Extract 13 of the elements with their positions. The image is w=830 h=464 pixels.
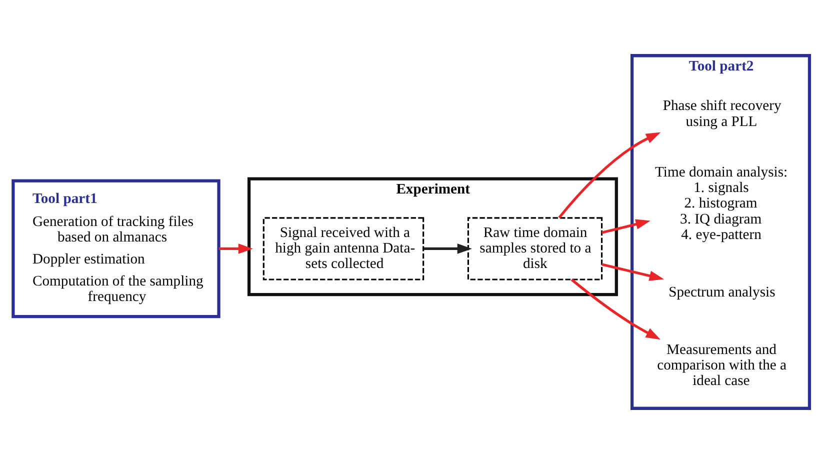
- arrow: [570, 278, 660, 340]
- arrow: [601, 263, 664, 281]
- node-box: Raw time domain samples stored to a disk: [466, 217, 602, 280]
- node-text: Time domain analysis: 1. signals 2. histogram 3. IQ diagram 4. eye-pattern: [654, 164, 788, 243]
- node-text: Measurements and comparison with the a ideal case: [656, 342, 786, 390]
- node-text: Spectrum analysis: [668, 284, 775, 300]
- node-box: Signal received with a high gain antenna Data-sets collected: [262, 217, 424, 280]
- arrow: [218, 244, 252, 254]
- arrow: [601, 219, 650, 234]
- node-text: Phase shift recovery using a PLL: [662, 98, 781, 130]
- arrow: [558, 132, 660, 219]
- node-box: Tool part1 Generation of tracking files based on almanacs Doppler estimation Computation of the sampling frequency: [11, 179, 220, 318]
- arrow: [423, 244, 472, 254]
